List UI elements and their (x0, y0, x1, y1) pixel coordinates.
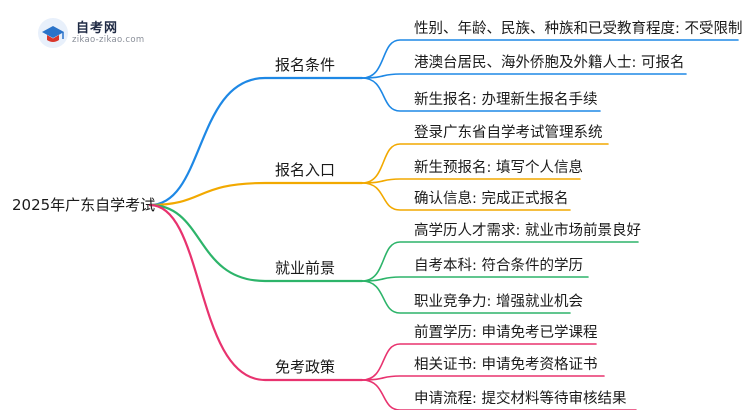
leaf-connector (361, 343, 597, 381)
leaf-node: 港澳台居民、海外侨胞及外籍人士: 可报名 (414, 55, 685, 71)
leaf-node: 职业竞争力: 增强就业机会 (414, 294, 583, 310)
branch-node: 免考政策 (275, 358, 336, 376)
leaf-node: 申请流程: 提交材料等待审核结果 (414, 391, 627, 407)
graduation-cap-icon (38, 18, 68, 48)
leaf-connector (361, 182, 571, 211)
branch-node: 就业前景 (275, 259, 336, 277)
leaf-connector (361, 143, 609, 184)
leaf-node: 确认信息: 完成正式报名 (414, 191, 569, 207)
branch-connector (148, 203, 364, 283)
leaf-connector (361, 241, 639, 282)
leaf-connector (361, 375, 605, 381)
leaf-node: 前置学历: 申请免考已学课程 (414, 325, 598, 341)
leaf-node: 新生报名: 办理新生报名手续 (414, 92, 598, 108)
branch-node: 报名入口 (275, 161, 336, 179)
leaf-node: 高学历人才需求: 就业市场前景良好 (414, 223, 641, 239)
leaf-node: 自考本科: 符合条件的学历 (414, 258, 583, 274)
logo-url: zikao-zikao.com (72, 35, 145, 45)
leaf-connector (361, 178, 581, 184)
branch-connector (148, 203, 364, 382)
site-logo[interactable]: 自考网 zikao-zikao.com (36, 16, 146, 50)
leaf-connector (361, 39, 739, 79)
branch-node: 报名条件 (275, 56, 336, 74)
root-node: 2025年广东自学考试 (12, 196, 156, 214)
logo-title: 自考网 (76, 21, 119, 36)
leaf-node: 登录广东省自学考试管理系统 (414, 125, 603, 141)
leaf-connector (361, 280, 571, 314)
leaf-connector (361, 276, 589, 282)
leaf-node: 相关证书: 申请免考资格证书 (414, 357, 598, 373)
branch-connector (148, 76, 364, 207)
leaf-connector (361, 73, 687, 79)
leaf-node: 新生预报名: 填写个人信息 (414, 160, 583, 176)
branch-connector (148, 181, 364, 207)
leaf-connector (361, 77, 601, 112)
leaf-node: 性别、年龄、民族、种族和已受教育程度: 不受限制 (414, 21, 743, 37)
